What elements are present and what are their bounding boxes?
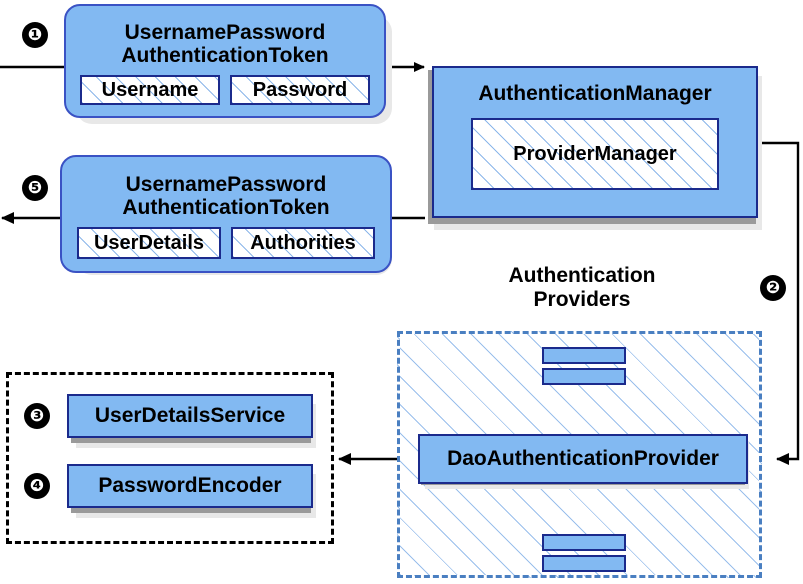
connector-manager-to-provider xyxy=(758,141,800,465)
authentication-providers-label-line1: Authentication xyxy=(508,264,656,287)
request-token-title-line2: AuthenticationToken xyxy=(121,44,329,67)
request-token-field-username: Username xyxy=(80,75,220,106)
request-token-title: UsernamePassword AuthenticationToken xyxy=(121,21,328,67)
result-token-title-line1: UsernamePassword xyxy=(125,172,327,196)
step-marker-5: ❺ xyxy=(22,175,48,201)
step-marker-2: ❷ xyxy=(760,275,786,301)
authentication-manager-title: AuthenticationManager xyxy=(478,82,712,105)
node-passwordencoder[interactable]: PasswordEncoder xyxy=(67,464,313,508)
authentication-manager-inner-provider-manager: ProviderManager xyxy=(471,118,719,191)
passwordencoder-label: PasswordEncoder xyxy=(98,474,282,498)
authentication-providers-label: Authentication Providers xyxy=(462,264,702,311)
userdetailsservice-label: UserDetailsService xyxy=(94,404,286,428)
node-userdetailsservice[interactable]: UserDetailsService xyxy=(67,394,313,438)
result-token-title-line2: AuthenticationToken xyxy=(122,196,330,219)
result-token-field-userdetails: UserDetails xyxy=(77,227,221,260)
request-token-title-line1: UsernamePassword xyxy=(124,20,326,44)
authentication-providers-label-line2: Providers xyxy=(533,287,631,311)
result-token-field-authorities: Authorities xyxy=(231,227,375,260)
node-result-token[interactable]: UsernamePassword AuthenticationToken Use… xyxy=(60,155,392,273)
step-marker-3: ❸ xyxy=(24,403,50,429)
step-marker-1: ❶ xyxy=(22,22,48,48)
request-token-field-password: Password xyxy=(230,75,370,106)
dependencies-region xyxy=(6,372,334,544)
provider-bar-top-1 xyxy=(542,347,626,364)
provider-bar-top-2 xyxy=(542,368,626,385)
dao-authentication-provider-label: DaoAuthenticationProvider xyxy=(447,447,719,471)
node-authentication-manager[interactable]: AuthenticationManager ProviderManager xyxy=(432,66,758,218)
result-token-title: UsernamePassword AuthenticationToken xyxy=(122,173,329,219)
provider-bar-bottom-1 xyxy=(542,534,626,551)
node-request-token[interactable]: UsernamePassword AuthenticationToken Use… xyxy=(64,4,386,118)
step-marker-4: ❹ xyxy=(24,473,50,499)
node-dao-authentication-provider[interactable]: DaoAuthenticationProvider xyxy=(418,434,748,484)
provider-bar-bottom-2 xyxy=(542,555,626,572)
